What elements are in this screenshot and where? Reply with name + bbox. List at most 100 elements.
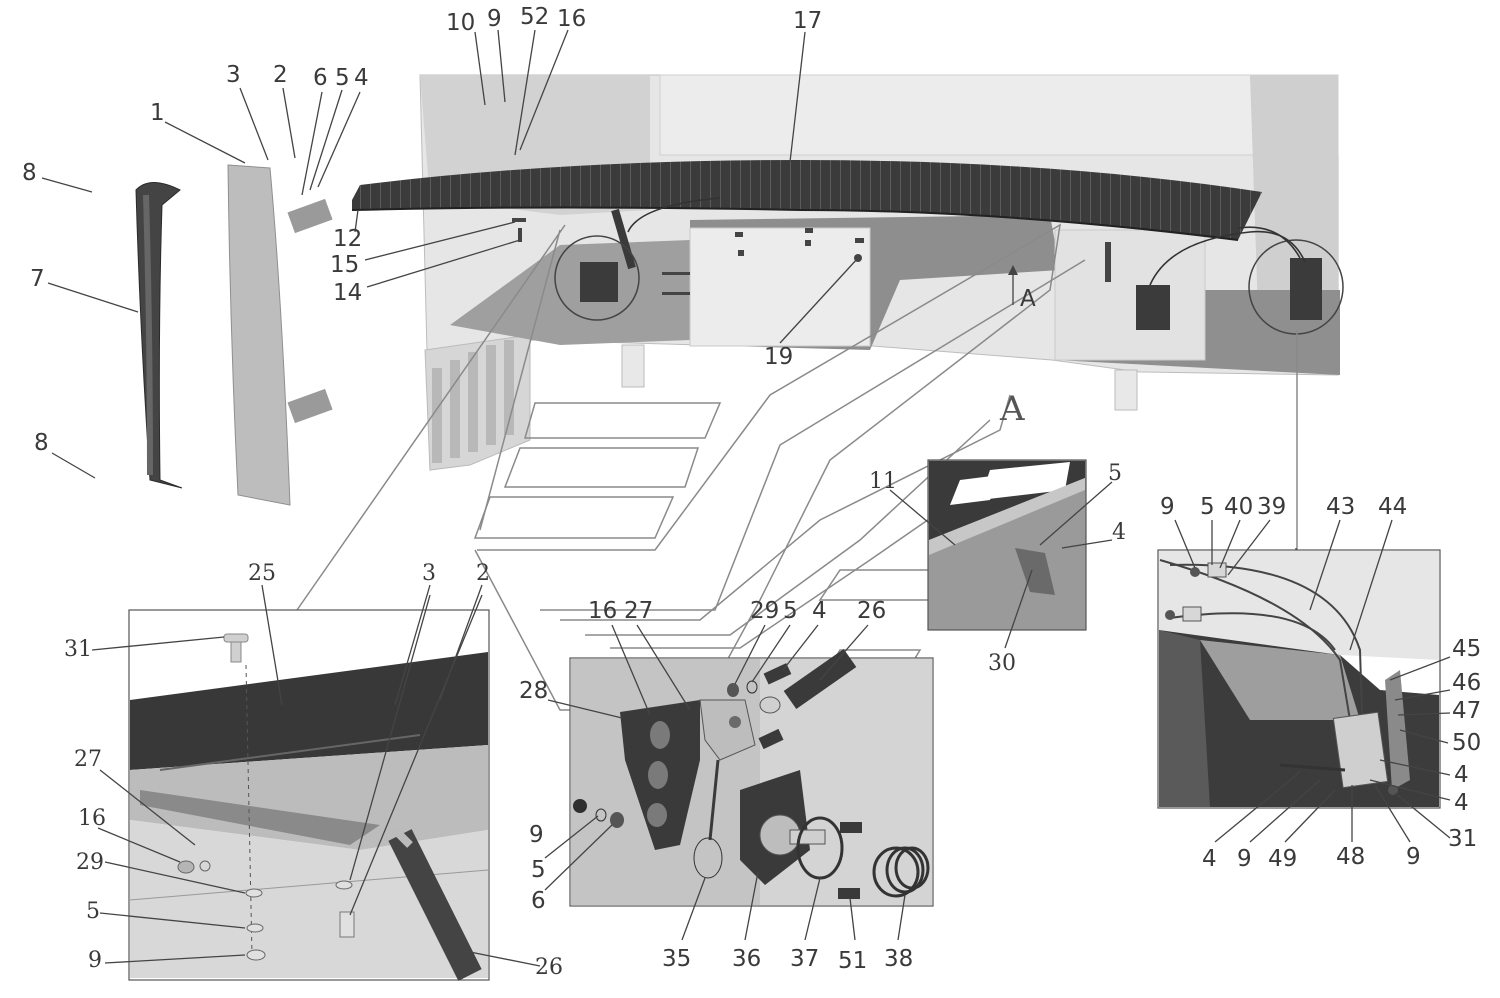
gas-strut-26 [783, 648, 857, 710]
callout-14: 14 [333, 280, 362, 306]
callout-40: 40 [1224, 494, 1253, 520]
callout-4-dr-b: 4 [1454, 790, 1469, 816]
detail-right-panel [1157, 549, 1441, 809]
bracket-lower [287, 388, 333, 424]
view-arrow-a [1008, 265, 1018, 275]
bracket-tab-left [621, 344, 645, 388]
callout-9-dl: 9 [88, 948, 102, 973]
bolt-15 [518, 228, 522, 242]
callout-5-dr: 5 [1200, 494, 1215, 520]
callout-9-dr-top: 9 [1160, 494, 1175, 520]
callout-47: 47 [1452, 698, 1481, 724]
callout-26-dc: 26 [857, 598, 886, 624]
callout-51: 51 [838, 948, 867, 974]
callout-43: 43 [1326, 494, 1355, 520]
callout-31-dr: 31 [1448, 826, 1477, 852]
plate-30 [1015, 548, 1055, 595]
detail-left-panel [128, 609, 490, 981]
callout-39: 39 [1257, 494, 1286, 520]
callout-28: 28 [519, 678, 548, 704]
view-a-label: A [999, 389, 1025, 429]
bolt-12 [512, 218, 526, 222]
support-arm [611, 208, 636, 270]
callout-26: 26 [535, 955, 563, 980]
callout-a-arrow: A [1020, 286, 1036, 312]
callout-15: 15 [330, 252, 359, 278]
hinge-right [1290, 258, 1322, 320]
callout-10: 10 [446, 10, 475, 36]
callout-29-dc: 29 [750, 598, 779, 624]
callout-36: 36 [732, 946, 761, 972]
callout-6: 6 [313, 65, 328, 91]
callout-9-dc: 9 [529, 822, 544, 848]
spring-38 [872, 846, 920, 898]
nut-9-center [573, 799, 587, 813]
callout-9-dr-b: 9 [1237, 846, 1252, 872]
detail-a-panel [927, 459, 1087, 631]
callout-27-dc: 27 [624, 598, 653, 624]
callout-29: 29 [76, 850, 104, 875]
callout-5-dl: 5 [86, 899, 100, 924]
hinge-arm-16 [699, 699, 756, 761]
center-box [689, 227, 871, 347]
callout-45: 45 [1452, 636, 1481, 662]
callout-8-bottom: 8 [34, 430, 49, 456]
callout-4-dc: 4 [812, 598, 827, 624]
detail-center-panel [569, 648, 934, 907]
callout-7: 7 [30, 266, 45, 292]
callout-31: 31 [64, 637, 92, 662]
leader-lines [41, 29, 1451, 967]
callout-38: 38 [884, 946, 913, 972]
callout-16-dc: 16 [588, 598, 617, 624]
callout-2: 2 [273, 62, 288, 88]
callout-3: 3 [226, 62, 241, 88]
seal-strip-7 [135, 182, 183, 489]
callout-25: 25 [248, 561, 276, 586]
callout-35: 35 [662, 946, 691, 972]
callout-46: 46 [1452, 670, 1481, 696]
callout-8-top: 8 [22, 160, 37, 186]
callout-49: 49 [1268, 846, 1297, 872]
callouts-detail-center: 16 27 29 5 4 26 28 9 5 6 35 36 37 51 38 [519, 598, 913, 974]
hinge-circle-left [554, 235, 640, 321]
callout-5-dc: 5 [783, 598, 798, 624]
main-assembly [351, 74, 1344, 472]
callout-5b-dc: 5 [531, 857, 546, 883]
bolt-31-left [230, 639, 242, 663]
callouts-detail-right: 9 5 40 39 43 44 45 46 47 50 4 4 31 9 48 … [1160, 494, 1481, 872]
callout-12: 12 [333, 226, 362, 252]
louvers [432, 340, 514, 463]
callout-16-dl: 16 [78, 806, 106, 831]
callout-9: 9 [487, 6, 502, 32]
spring-pin-35 [693, 837, 723, 879]
bracket-upper [287, 198, 333, 234]
hinge-mid-right [1136, 285, 1170, 330]
callout-4-dr-a: 4 [1454, 762, 1469, 788]
callouts-detail-a: 11 5 4 30 [869, 461, 1126, 676]
side-deflector-panel-1 [227, 164, 291, 506]
callouts-detail-left: 25 3 2 31 27 16 29 5 9 26 [64, 561, 563, 980]
callout-1: 1 [150, 100, 165, 126]
callout-3-dl: 3 [422, 561, 436, 586]
cable-right [1149, 230, 1306, 286]
callout-16: 16 [557, 6, 586, 32]
cable-right-top [1237, 226, 1301, 259]
hinge-circle-right [1248, 239, 1344, 335]
hinge-left [580, 262, 618, 302]
callout-27: 27 [74, 747, 102, 772]
cable-left [627, 197, 721, 233]
callout-4: 4 [354, 65, 369, 91]
callout-37: 37 [790, 946, 819, 972]
callouts-main: 1 2 3 6 5 4 8 7 8 10 9 52 16 17 12 15 14… [22, 4, 1036, 456]
callout-2-dl: 2 [476, 561, 490, 586]
side-deflector-group [135, 164, 333, 506]
callout-48: 48 [1336, 844, 1365, 870]
bracket-48 [1332, 711, 1389, 789]
callout-17: 17 [793, 8, 822, 34]
callout-5-da: 5 [1108, 461, 1122, 486]
callout-19: 19 [764, 344, 793, 370]
bracket-tab-right [1114, 369, 1138, 411]
callout-44: 44 [1378, 494, 1407, 520]
